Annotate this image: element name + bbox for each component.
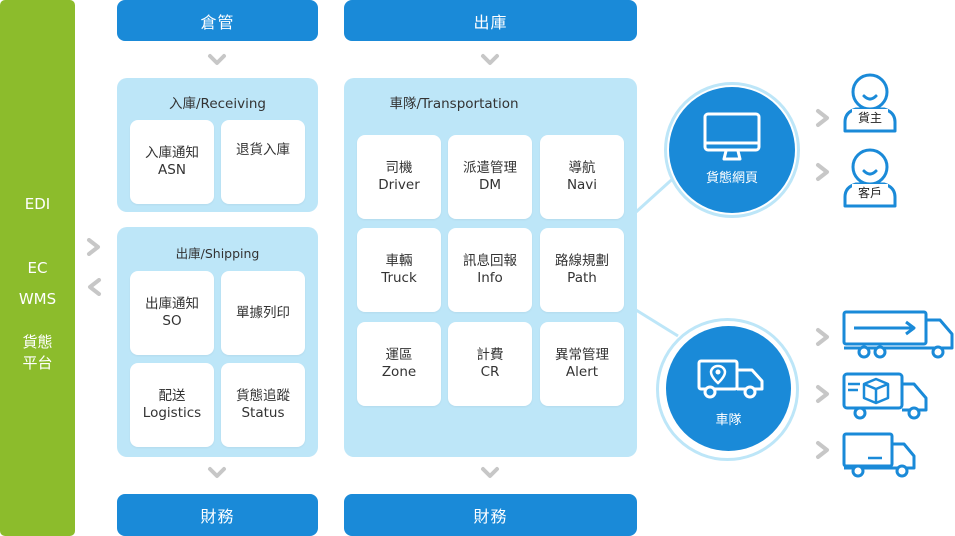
fleet-circle: 車隊 [666,326,791,451]
warehouse-header: 倉管 [117,0,318,41]
card-label: 導航 [568,160,596,176]
card-label: 路線規劃 [555,253,609,269]
chevron-down-icon [480,53,500,67]
card-sublabel: Driver [378,177,420,193]
sidebar-item-ec: EC [27,259,48,277]
outbound-header: 出庫 [344,0,637,41]
card-sublabel: Logistics [142,405,202,421]
chevron-left-icon [86,278,102,296]
warehouse-finance-footer: 財務 [117,494,318,536]
chevron-right-icon [815,108,831,128]
card-logistics: 配送 Logistics [130,363,214,447]
shipper-label: 貨主 [852,109,888,126]
card-label: 派遣管理 [463,160,517,176]
card-sublabel: Status [241,405,285,421]
status-web-circle: 貨態網頁 [669,87,795,213]
truck-icon-parcel [842,370,928,424]
card-label: 運區 [385,347,413,363]
card-label: 單據列印 [236,304,290,321]
truck-location-icon [696,356,768,404]
card-label: 異常管理 [555,347,609,363]
transportation-title: 車隊/Transportation [389,96,519,112]
card-label: 計費 [476,347,504,363]
chevron-down-icon [480,466,500,480]
chevron-right-icon [86,238,102,256]
card-sublabel: DM [478,177,502,193]
card-return-receiving: 退貨入庫 [221,120,305,204]
chevron-right-icon [815,327,831,347]
status-web-label: 貨態網頁 [705,171,758,186]
chevron-right-icon [815,384,831,404]
card-sublabel: Alert [565,364,599,380]
person-icon-shipper [842,72,898,138]
shipping-title: 出庫/Shipping [175,246,260,261]
chevron-right-icon [815,162,831,182]
card-sublabel: Truck [381,270,417,286]
card-asn: 入庫通知 ASN [130,120,214,204]
customer-label: 客戶 [852,184,888,201]
sidebar-item-status-platform-1: 貨態 [22,333,53,351]
chevron-down-icon [207,466,227,480]
receiving-panel: 入庫/Receiving 入庫通知 ASN 退貨入庫 [117,78,318,212]
card-document-print: 單據列印 [221,271,305,355]
receiving-title: 入庫/Receiving [169,96,266,112]
outbound-finance-footer: 財務 [344,494,637,536]
card-sublabel: ASN [158,162,186,178]
card-sublabel: Navi [566,177,598,193]
card-sublabel: Zone [381,364,417,380]
card-label: 司機 [385,160,413,176]
monitor-icon [702,111,762,167]
card-label: 車輛 [385,253,413,269]
card-sublabel: CR [480,364,500,380]
card-label: 入庫通知 [145,145,199,161]
card-status-tracking: 貨態追蹤 Status [221,363,305,447]
card-label: 訊息回報 [463,253,517,269]
card-sublabel: Info [477,270,503,286]
chevron-right-icon [815,440,831,460]
sidebar-item-edi: EDI [24,195,51,213]
card-label: 配送 [158,388,186,404]
person-icon-customer [842,147,898,213]
card-label: 出庫通知 [145,296,199,312]
truck-icon-small [842,430,918,482]
sidebar-item-status-platform-2: 平台 [22,354,53,372]
shipping-panel: 出庫/Shipping 出庫通知 SO 單據列印 配送 Logistics 貨態… [117,227,318,457]
sidebar-item-wms: WMS [18,290,57,308]
card-sublabel: SO [162,313,182,329]
platform-sidebar: EDI EC WMS 貨態 平台 [0,0,75,536]
card-sublabel: Path [567,270,597,286]
card-so: 出庫通知 SO [130,271,214,355]
card-label: 退貨入庫 [236,142,290,158]
truck-icon-delivery [842,308,955,364]
card-label: 貨態追蹤 [236,388,290,404]
chevron-down-icon [207,53,227,67]
fleet-label: 車隊 [715,413,742,428]
